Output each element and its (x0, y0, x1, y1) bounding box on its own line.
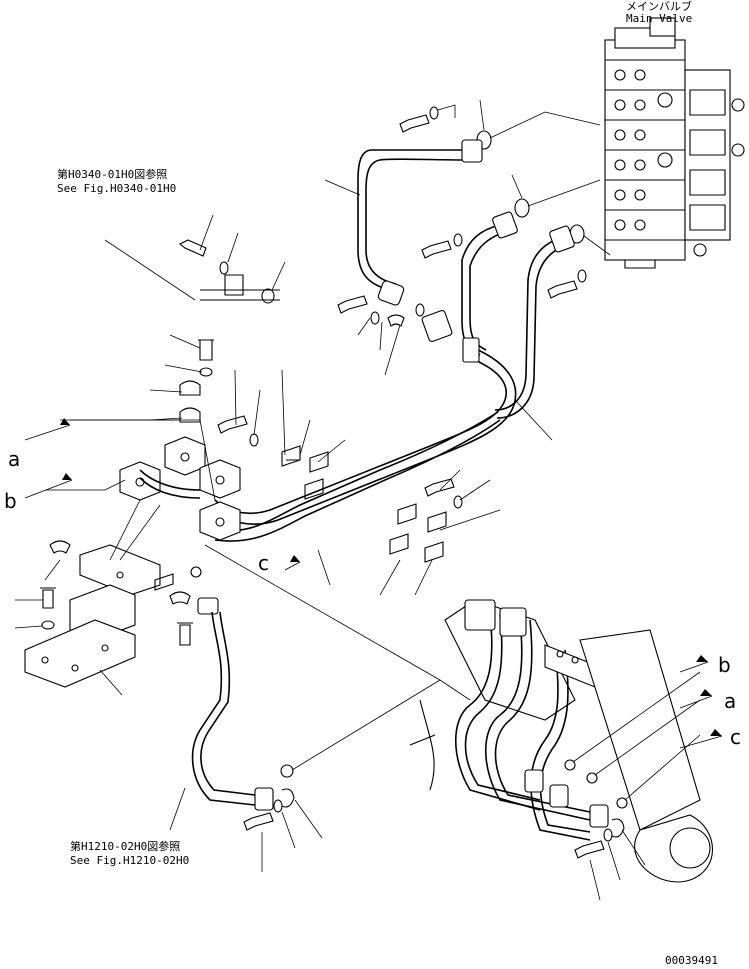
ref-top-en-label: See Fig.H0340-01H0 (57, 182, 176, 195)
top-bolts (337, 104, 587, 325)
boom-assembly (409, 599, 713, 901)
port-b-left-label: b (4, 489, 17, 513)
port-a-right-label: a (724, 689, 736, 713)
drawing-number: 00039491 (665, 954, 718, 967)
ref-bottom-jp-label: 第H1210-02H0図参照 (70, 839, 180, 853)
ref-top-jp-label: 第H0340-01H0図参照 (57, 167, 167, 181)
port-b-right-label: b (718, 653, 731, 677)
port-c-right-label: c (730, 725, 741, 749)
clamps (179, 339, 463, 563)
manifold-blocks (119, 436, 241, 541)
leader-lines (45, 179, 553, 681)
lower-bracket (14, 499, 202, 696)
top-left-bracket (178, 239, 280, 304)
port-a-left-label: a (8, 447, 20, 471)
main-valve-en-label: Main Valve (626, 12, 692, 25)
main-valve-jp-label: メインバルブ (626, 0, 692, 13)
pipe-bundle-upper (211, 139, 575, 542)
ref-bottom-en-label: See Fig.H1210-02H0 (70, 854, 189, 867)
main-valve (604, 17, 745, 269)
lower-pipe (169, 597, 441, 872)
port-arrows (24, 418, 723, 749)
port-c-mid-label: c (258, 551, 269, 575)
